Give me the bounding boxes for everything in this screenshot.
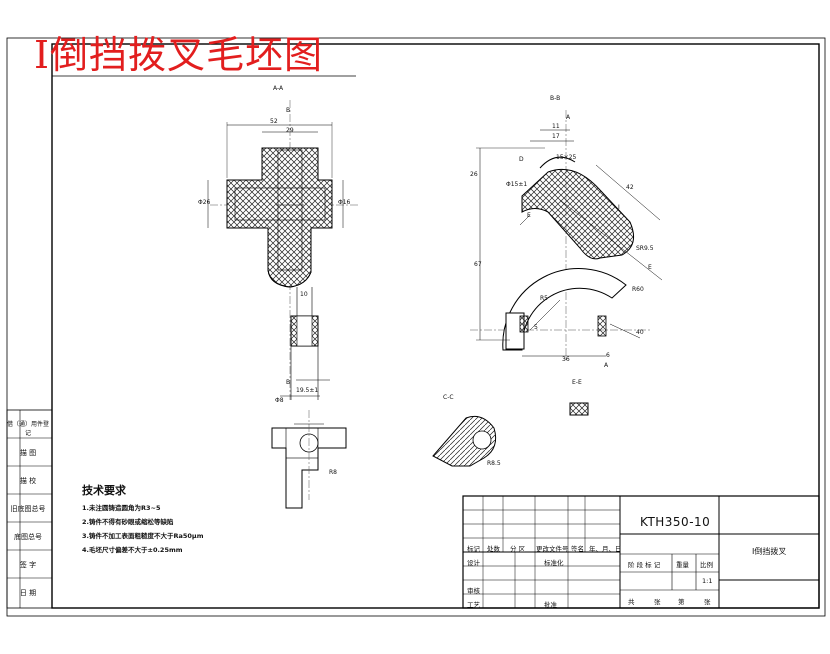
dim-label: Φ8 [275, 397, 284, 404]
side-table [6, 409, 53, 609]
dim-label: 15×25 [556, 154, 577, 161]
tb-row: 工艺 [467, 601, 480, 609]
tb-stage: 重量 [676, 561, 689, 569]
tb-row: 标准化 [544, 559, 564, 567]
dim-label: R5 [540, 295, 548, 302]
side-table-cell: 底图总号 [14, 533, 42, 541]
section-mark: D [519, 156, 524, 163]
drawing-title: I倒挡拨叉毛坯图 [34, 33, 324, 77]
dim-label: R60 [632, 286, 644, 293]
dim-label: SR9.5 [636, 245, 654, 252]
side-table-cell: 描 图 [19, 449, 37, 457]
dim-label: 10 [300, 291, 308, 298]
view-c-c [432, 415, 497, 467]
section-mark: I [618, 204, 620, 211]
tech-requirement-item: 4.毛坯尺寸偏差不大于±0.25mm [82, 546, 183, 554]
dim-label: 26 [470, 171, 478, 178]
tb-sheet: 共 [628, 598, 635, 606]
tb-header: 年、月、日 [589, 545, 622, 553]
part-name: I倒挡拨叉 [752, 547, 787, 556]
scale-value: 1:1 [702, 577, 713, 585]
dim-label: 40 [636, 329, 644, 336]
dim-label: 5 [534, 324, 538, 331]
view-label-cc: C-C [443, 394, 454, 401]
tb-header: 签名 [571, 545, 584, 553]
tech-requirements-title: 技术要求 [82, 484, 126, 497]
tb-header: 更改文件号 [536, 545, 569, 553]
dim-label: 42 [626, 184, 634, 191]
tb-sheet: 第 [678, 598, 685, 606]
drawing-number: KTH350-10 [640, 515, 711, 529]
side-table-cell: 日 期 [19, 589, 37, 597]
dim-label: R8.5 [487, 460, 501, 467]
inner-border [51, 43, 820, 609]
view-label-aa: A-A [273, 85, 284, 92]
dim-label: 29 [286, 127, 294, 134]
dim-label: 17 [552, 133, 560, 140]
dim-label: Φ16 [338, 199, 351, 206]
dim-label: R8 [329, 469, 337, 476]
dim-label: 6 [606, 352, 610, 359]
view-lower-left [271, 410, 347, 509]
dim-label: 36 [562, 356, 570, 363]
view-a-a [207, 100, 360, 400]
section-mark: E [648, 264, 652, 271]
view-label-bb: B-B [550, 95, 561, 102]
tb-header: 分 区 [510, 545, 526, 553]
tech-requirement-item: 2.铸件不得有砂眼或缩松等缺陷 [82, 518, 174, 526]
view-e-e [569, 402, 589, 416]
title-block [462, 495, 820, 609]
side-table-cell: 描 校 [19, 477, 37, 485]
view-label-ee: E-E [572, 379, 582, 386]
tb-row: 审核 [467, 587, 480, 595]
tb-row: 设计 [467, 559, 480, 567]
section-mark: A [566, 114, 571, 121]
side-table-cell: 借（通）用件登记 [6, 421, 49, 437]
outer-border [6, 37, 826, 617]
tb-stage: 阶 段 标 记 [628, 561, 661, 569]
section-mark: B [286, 107, 291, 114]
dim-label: Φ26 [198, 199, 211, 206]
side-table-cell: 签 字 [19, 561, 37, 569]
tech-requirement-item: 3.铸件不加工表面粗糙度不大于Ra50μm [82, 532, 204, 540]
dim-label: 67 [474, 261, 482, 268]
tb-stage: 比例 [700, 561, 713, 569]
tech-requirement-item: 1.未注圆铸造圆角为R3~5 [82, 504, 161, 512]
side-table-cell: 旧底图总号 [10, 505, 46, 513]
tb-header: 处数 [487, 545, 500, 553]
section-mark: E [527, 212, 531, 219]
dim-label: Φ15±1 [506, 181, 528, 188]
view-b-b [470, 110, 663, 360]
section-mark: B [286, 379, 291, 386]
section-mark: A [604, 362, 609, 369]
dim-label: 19.5±1 [296, 387, 319, 394]
tb-sheet: 张 [704, 598, 711, 606]
tb-header: 标记 [467, 545, 480, 553]
dim-label: 11 [552, 123, 560, 130]
tb-sheet: 张 [654, 598, 661, 606]
tb-row: 批准 [544, 601, 557, 609]
dim-label: 52 [270, 118, 278, 125]
